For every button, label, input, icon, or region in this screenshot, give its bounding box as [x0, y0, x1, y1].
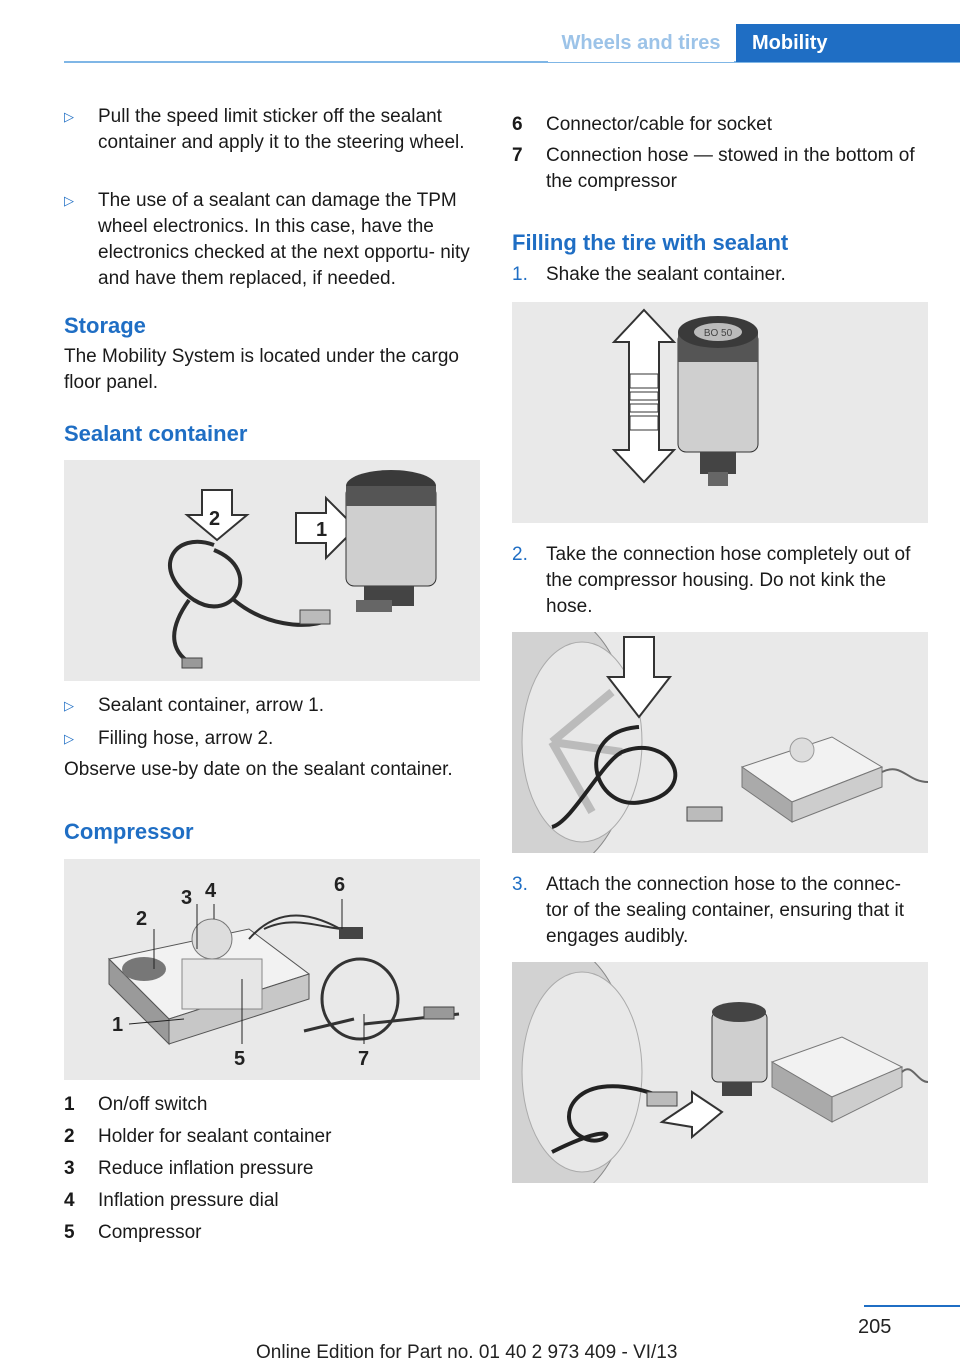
fig-label: 3	[181, 887, 192, 909]
bullet-text: The use of a sealant can damage the TPM …	[98, 190, 470, 289]
sealant-note: Observe use-by date on the sealant conta…	[64, 759, 453, 780]
legend-number: 5	[64, 1222, 75, 1243]
compressor-heading: Compressor	[64, 819, 194, 844]
step-number: 3.	[512, 874, 528, 895]
triangle-bullet-icon: ▷	[64, 731, 74, 746]
legend-number: 2	[64, 1126, 75, 1147]
bullet-text: Sealant container, arrow 1.	[98, 695, 325, 716]
bullet-text: Filling hose, arrow 2.	[98, 728, 274, 749]
fig-label: 4	[205, 880, 217, 902]
header-rule	[64, 61, 960, 63]
compressor-figure: 2 3 4 6 1 5 7	[64, 859, 480, 1080]
legend-text: Inflation pressure dial	[98, 1190, 279, 1211]
sealant-container-figure: 2 1	[64, 460, 480, 681]
fig-label: 2	[209, 508, 220, 530]
step-text: Take the connection hose completely out …	[546, 544, 911, 617]
sealant-container-heading: Sealant container	[64, 421, 248, 446]
legend-text: Compressor	[98, 1222, 202, 1243]
header-chapter-tab: Mobility	[736, 24, 960, 62]
header-section-label: Wheels and tires	[548, 24, 734, 62]
fig-label: 7	[358, 1048, 369, 1070]
legend-number: 6	[512, 114, 523, 135]
legend-number: 7	[512, 145, 523, 166]
legend-text: Connector/cable for socket	[546, 114, 773, 135]
edition-text: Online Edition for Part no. 01 40 2 973 …	[256, 1342, 678, 1363]
fig-label: 6	[334, 874, 345, 896]
can-label: BO 50	[704, 328, 733, 339]
step-text: Attach the connection hose to the connec…	[546, 874, 905, 947]
storage-heading: Storage	[64, 313, 146, 338]
storage-text: The Mobility System is located under the…	[64, 346, 459, 393]
fig-label: 1	[316, 519, 327, 541]
page-number: 205	[858, 1316, 892, 1338]
fig-label: 5	[234, 1048, 245, 1070]
footer-rule	[864, 1305, 960, 1307]
triangle-bullet-icon: ▷	[64, 109, 74, 124]
filling-heading: Filling the tire with sealant	[512, 230, 789, 255]
legend-text: On/off switch	[98, 1094, 208, 1115]
attach-hose-figure	[512, 962, 928, 1183]
legend-text: Connection hose — stowed in the bottom o…	[546, 145, 915, 192]
bullet-text: Pull the speed limit sticker off the sea…	[98, 106, 465, 153]
step-number: 1.	[512, 264, 528, 285]
shake-container-figure: BO 50	[512, 302, 928, 523]
legend-number: 3	[64, 1158, 75, 1179]
step-number: 2.	[512, 544, 528, 565]
legend-number: 4	[64, 1190, 75, 1211]
legend-number: 1	[64, 1094, 75, 1115]
legend-text: Holder for sealant container	[98, 1126, 332, 1147]
legend-text: Reduce inflation pressure	[98, 1158, 314, 1179]
triangle-bullet-icon: ▷	[64, 193, 74, 208]
hose-out-figure	[512, 632, 928, 853]
step-text: Shake the sealant container.	[546, 264, 786, 285]
fig-label: 2	[136, 908, 147, 930]
triangle-bullet-icon: ▷	[64, 698, 74, 713]
fig-label: 1	[112, 1014, 123, 1036]
